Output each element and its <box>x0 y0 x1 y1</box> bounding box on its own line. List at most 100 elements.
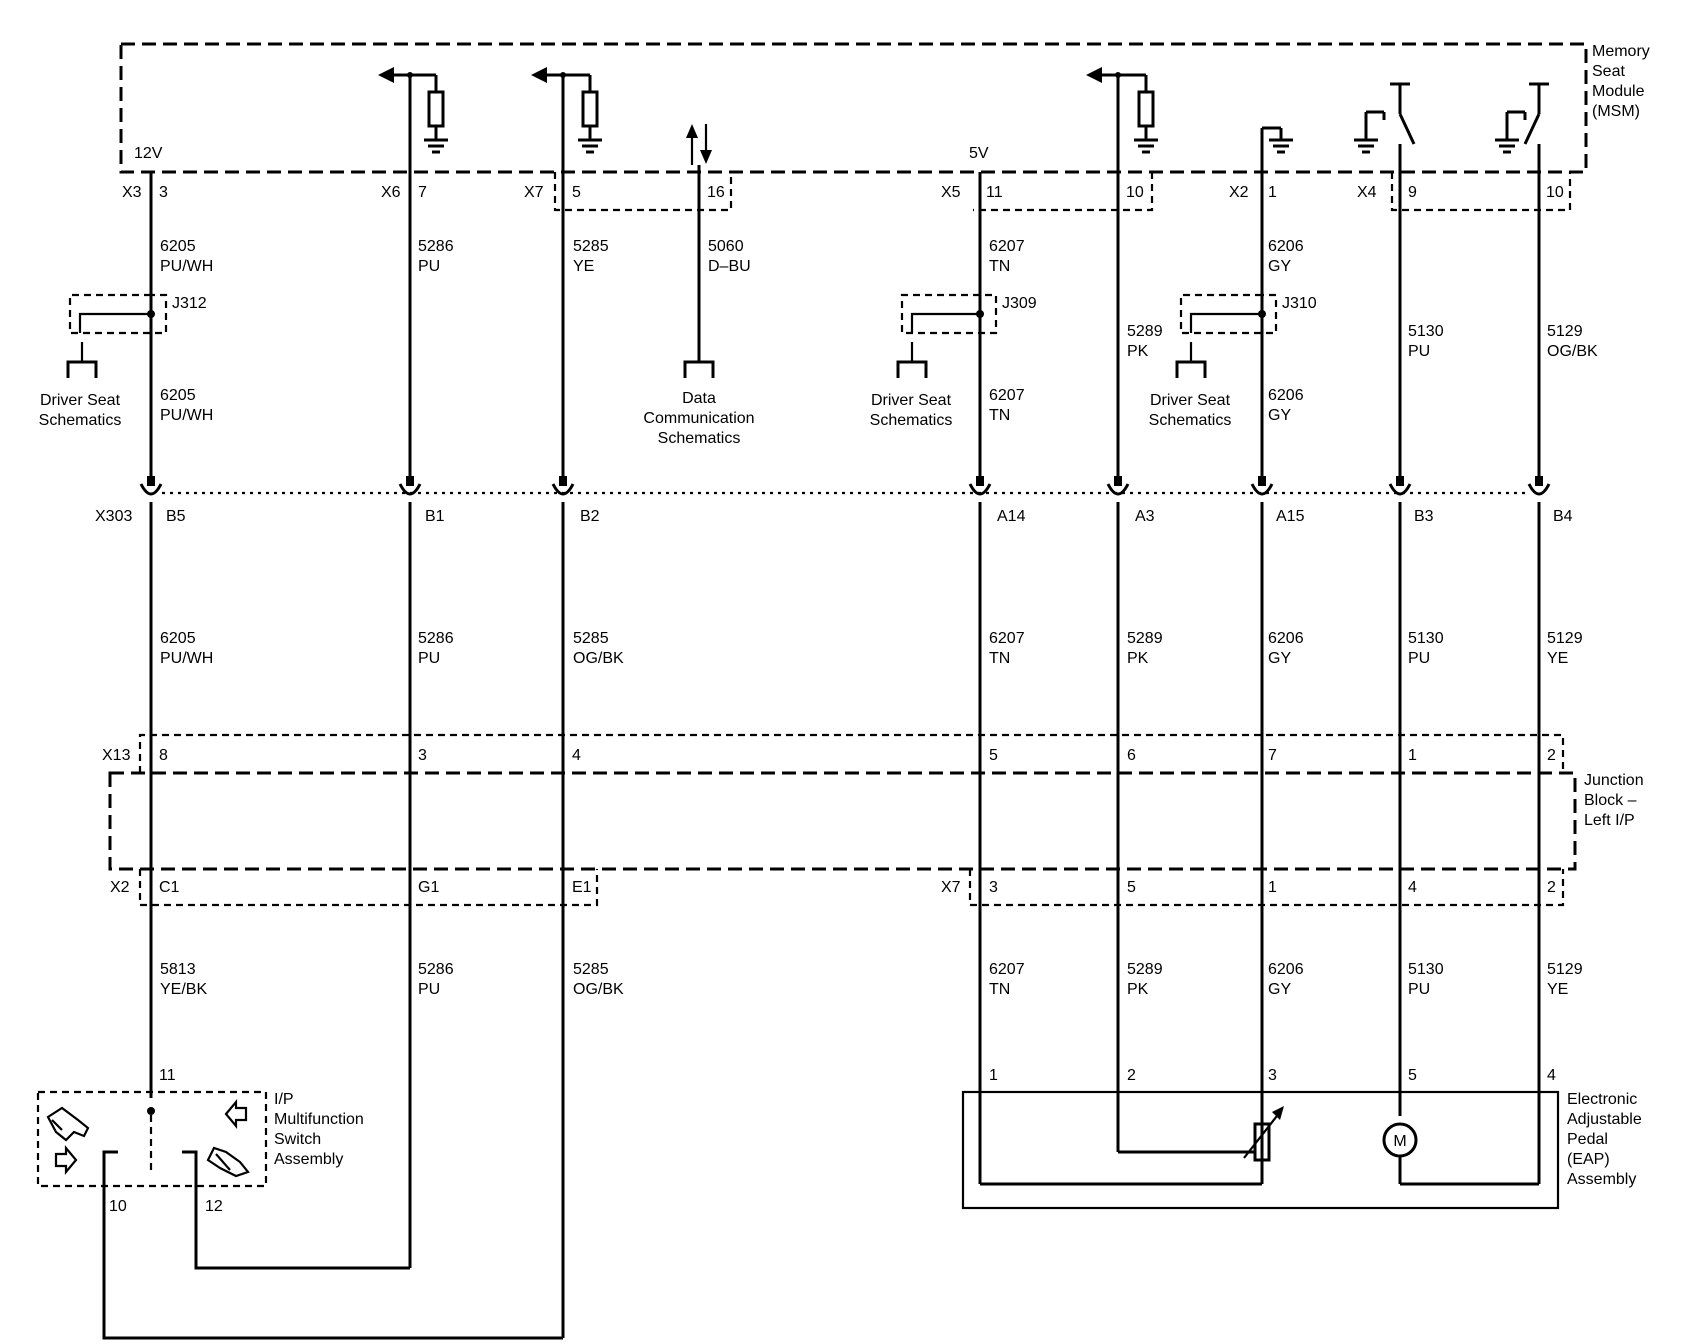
potentiometer-icon <box>1243 1106 1284 1184</box>
splice-j310-label: J310 <box>1282 295 1317 312</box>
middle-wire-labels: 6205 PU/WH 5286 PU 5285 OG/BK 6207 TN 52… <box>160 630 1583 667</box>
wire-label-circuit: 5285 <box>573 961 609 978</box>
msm-label-line-4: (MSM) <box>1592 103 1640 120</box>
wire-label-color: PU <box>1408 650 1430 667</box>
pin-b4: B4 <box>1553 508 1573 525</box>
wire-label-color: PU <box>1408 343 1430 360</box>
jb-pin-4: 4 <box>572 747 581 764</box>
wire-label-color: TN <box>989 650 1010 667</box>
wire-label-color: PU <box>418 650 440 667</box>
driver-seat-ref-2-line-2: Schematics <box>870 412 953 429</box>
wire-label-circuit: 5286 <box>418 630 454 647</box>
wire-label-circuit: 5130 <box>1408 630 1444 647</box>
ip-switch-pin-12: 12 <box>205 1198 223 1215</box>
pin-b5: B5 <box>166 508 186 525</box>
driver-seat-ref-3-line-1: Driver Seat <box>1150 392 1231 409</box>
jb-pin-8: 8 <box>159 747 168 764</box>
wire-label-color: PK <box>1127 650 1149 667</box>
wire-label-circuit: 5129 <box>1547 630 1583 647</box>
wire-label-circuit: 6207 <box>989 238 1025 255</box>
wire-label-color: YE <box>573 258 594 275</box>
msm-relay-switch-9 <box>1354 82 1416 172</box>
pin-x4-9: 9 <box>1408 184 1417 201</box>
wire-label-circuit: 6206 <box>1268 630 1304 647</box>
wire-label-color: TN <box>989 258 1010 275</box>
jb-pin-5: 5 <box>989 747 998 764</box>
msm-connector-pins: X3 3 X6 7 X7 5 16 X5 11 10 X2 1 X4 9 10 <box>122 172 1572 212</box>
wire-label-circuit: 6205 <box>160 238 196 255</box>
msm-relay-switch-10 <box>1495 82 1549 172</box>
connector-x2-label: X2 <box>110 879 130 896</box>
wire-label-color: OG/BK <box>573 650 624 667</box>
jb-pin-1: 1 <box>1408 747 1417 764</box>
pin-x4-10: 10 <box>1546 184 1564 201</box>
pin-x7-16: 16 <box>707 184 725 201</box>
wire-label-circuit: 5813 <box>160 961 196 978</box>
jb-pin-2: 2 <box>1547 747 1556 764</box>
wire-label-circuit: 6205 <box>160 387 196 404</box>
wire-label-color: GY <box>1268 981 1291 998</box>
eap-pin-1: 1 <box>989 1067 998 1084</box>
wire-label-color: OG/BK <box>1547 343 1598 360</box>
jb-pin-e1: E1 <box>572 879 592 896</box>
wire-label-circuit: 5289 <box>1127 630 1163 647</box>
wire-label-color: D–BU <box>708 258 751 275</box>
ip-switch-label-line-1: I/P <box>274 1091 294 1108</box>
arrow-right-outline-icon <box>54 1144 78 1176</box>
eap-pin-3: 3 <box>1268 1067 1277 1084</box>
ip-switch-label-line-3: Switch <box>274 1131 321 1148</box>
wire-label-color: GY <box>1268 650 1291 667</box>
wire-label-circuit: 5285 <box>573 238 609 255</box>
pin-b2: B2 <box>580 508 600 525</box>
splice-j309: J309 Driver Seat Schematics 6207 TN <box>870 293 1037 429</box>
wire-label-color: PU/WH <box>160 258 213 275</box>
connector-x13-label: X13 <box>102 747 131 764</box>
junction-block-label-line-2: Block – <box>1584 792 1637 809</box>
pin-a3: A3 <box>1135 508 1155 525</box>
wire-label-circuit: 5129 <box>1547 323 1583 340</box>
jb-x7-pin-5: 5 <box>1127 879 1136 896</box>
msm-input-circuit-10 <box>1086 67 1158 172</box>
driver-seat-ref-2-line-1: Driver Seat <box>871 392 952 409</box>
wire-label-color: PK <box>1127 343 1149 360</box>
junction-block-label-line-1: Junction <box>1584 772 1644 789</box>
pin-a15: A15 <box>1276 508 1305 525</box>
connector-x7-label: X7 <box>941 879 961 896</box>
upper-wire-labels: 6205 PU/WH 5286 PU 5285 YE 5060 D–BU 620… <box>160 238 1598 360</box>
connector-x303-label: X303 <box>95 508 132 525</box>
data-line-arrows <box>686 124 712 172</box>
wire-label-circuit: 5060 <box>708 238 744 255</box>
splice-j312-label: J312 <box>172 295 207 312</box>
wire-label-color: PU <box>418 981 440 998</box>
pin-x5-10: 10 <box>1126 184 1144 201</box>
motor-label: M <box>1393 1133 1406 1150</box>
memory-seat-module: Memory Seat Module (MSM) 12V 5V <box>119 42 1650 174</box>
pin-x7-5: 5 <box>572 184 581 201</box>
wire-label-circuit: 6206 <box>1268 961 1304 978</box>
connector-x7: X7 <box>524 184 544 201</box>
arrow-left-outline-icon <box>224 1098 248 1130</box>
electronic-adjustable-pedal-assembly: Electronic Adjustable Pedal (EAP) Assemb… <box>961 1067 1642 1210</box>
wire-label-color: YE/BK <box>160 981 207 998</box>
msm-input-circuit-7 <box>378 67 448 172</box>
pin-b3: B3 <box>1414 508 1434 525</box>
hand-pointer-icon <box>46 1106 90 1142</box>
msm-reference-ground <box>1260 126 1293 172</box>
hand-pointer-icon <box>206 1146 250 1178</box>
wire-label-color: GY <box>1268 407 1291 424</box>
inline-connector-x303: X303 B5 B1 B2 A14 A3 A15 B3 B4 <box>95 476 1573 525</box>
connector-x4: X4 <box>1357 184 1377 201</box>
wire-label-circuit: 6207 <box>989 961 1025 978</box>
connector-x6: X6 <box>381 184 401 201</box>
ip-switch-pin-11: 11 <box>159 1067 176 1084</box>
splice-j310: J310 Driver Seat Schematics 6206 GY <box>1149 293 1317 429</box>
ip-switch-label-line-4: Assembly <box>274 1151 343 1168</box>
wire-label-color: PK <box>1127 981 1149 998</box>
jb-x7-pin-4: 4 <box>1408 879 1417 896</box>
wire-label-circuit: 6207 <box>989 387 1025 404</box>
supply-12v-label: 12V <box>134 145 163 162</box>
pin-a14: A14 <box>997 508 1026 525</box>
wire-label-color: GY <box>1268 258 1291 275</box>
eap-label-line-1: Electronic <box>1567 1091 1637 1108</box>
jb-x7-pin-2: 2 <box>1547 879 1556 896</box>
